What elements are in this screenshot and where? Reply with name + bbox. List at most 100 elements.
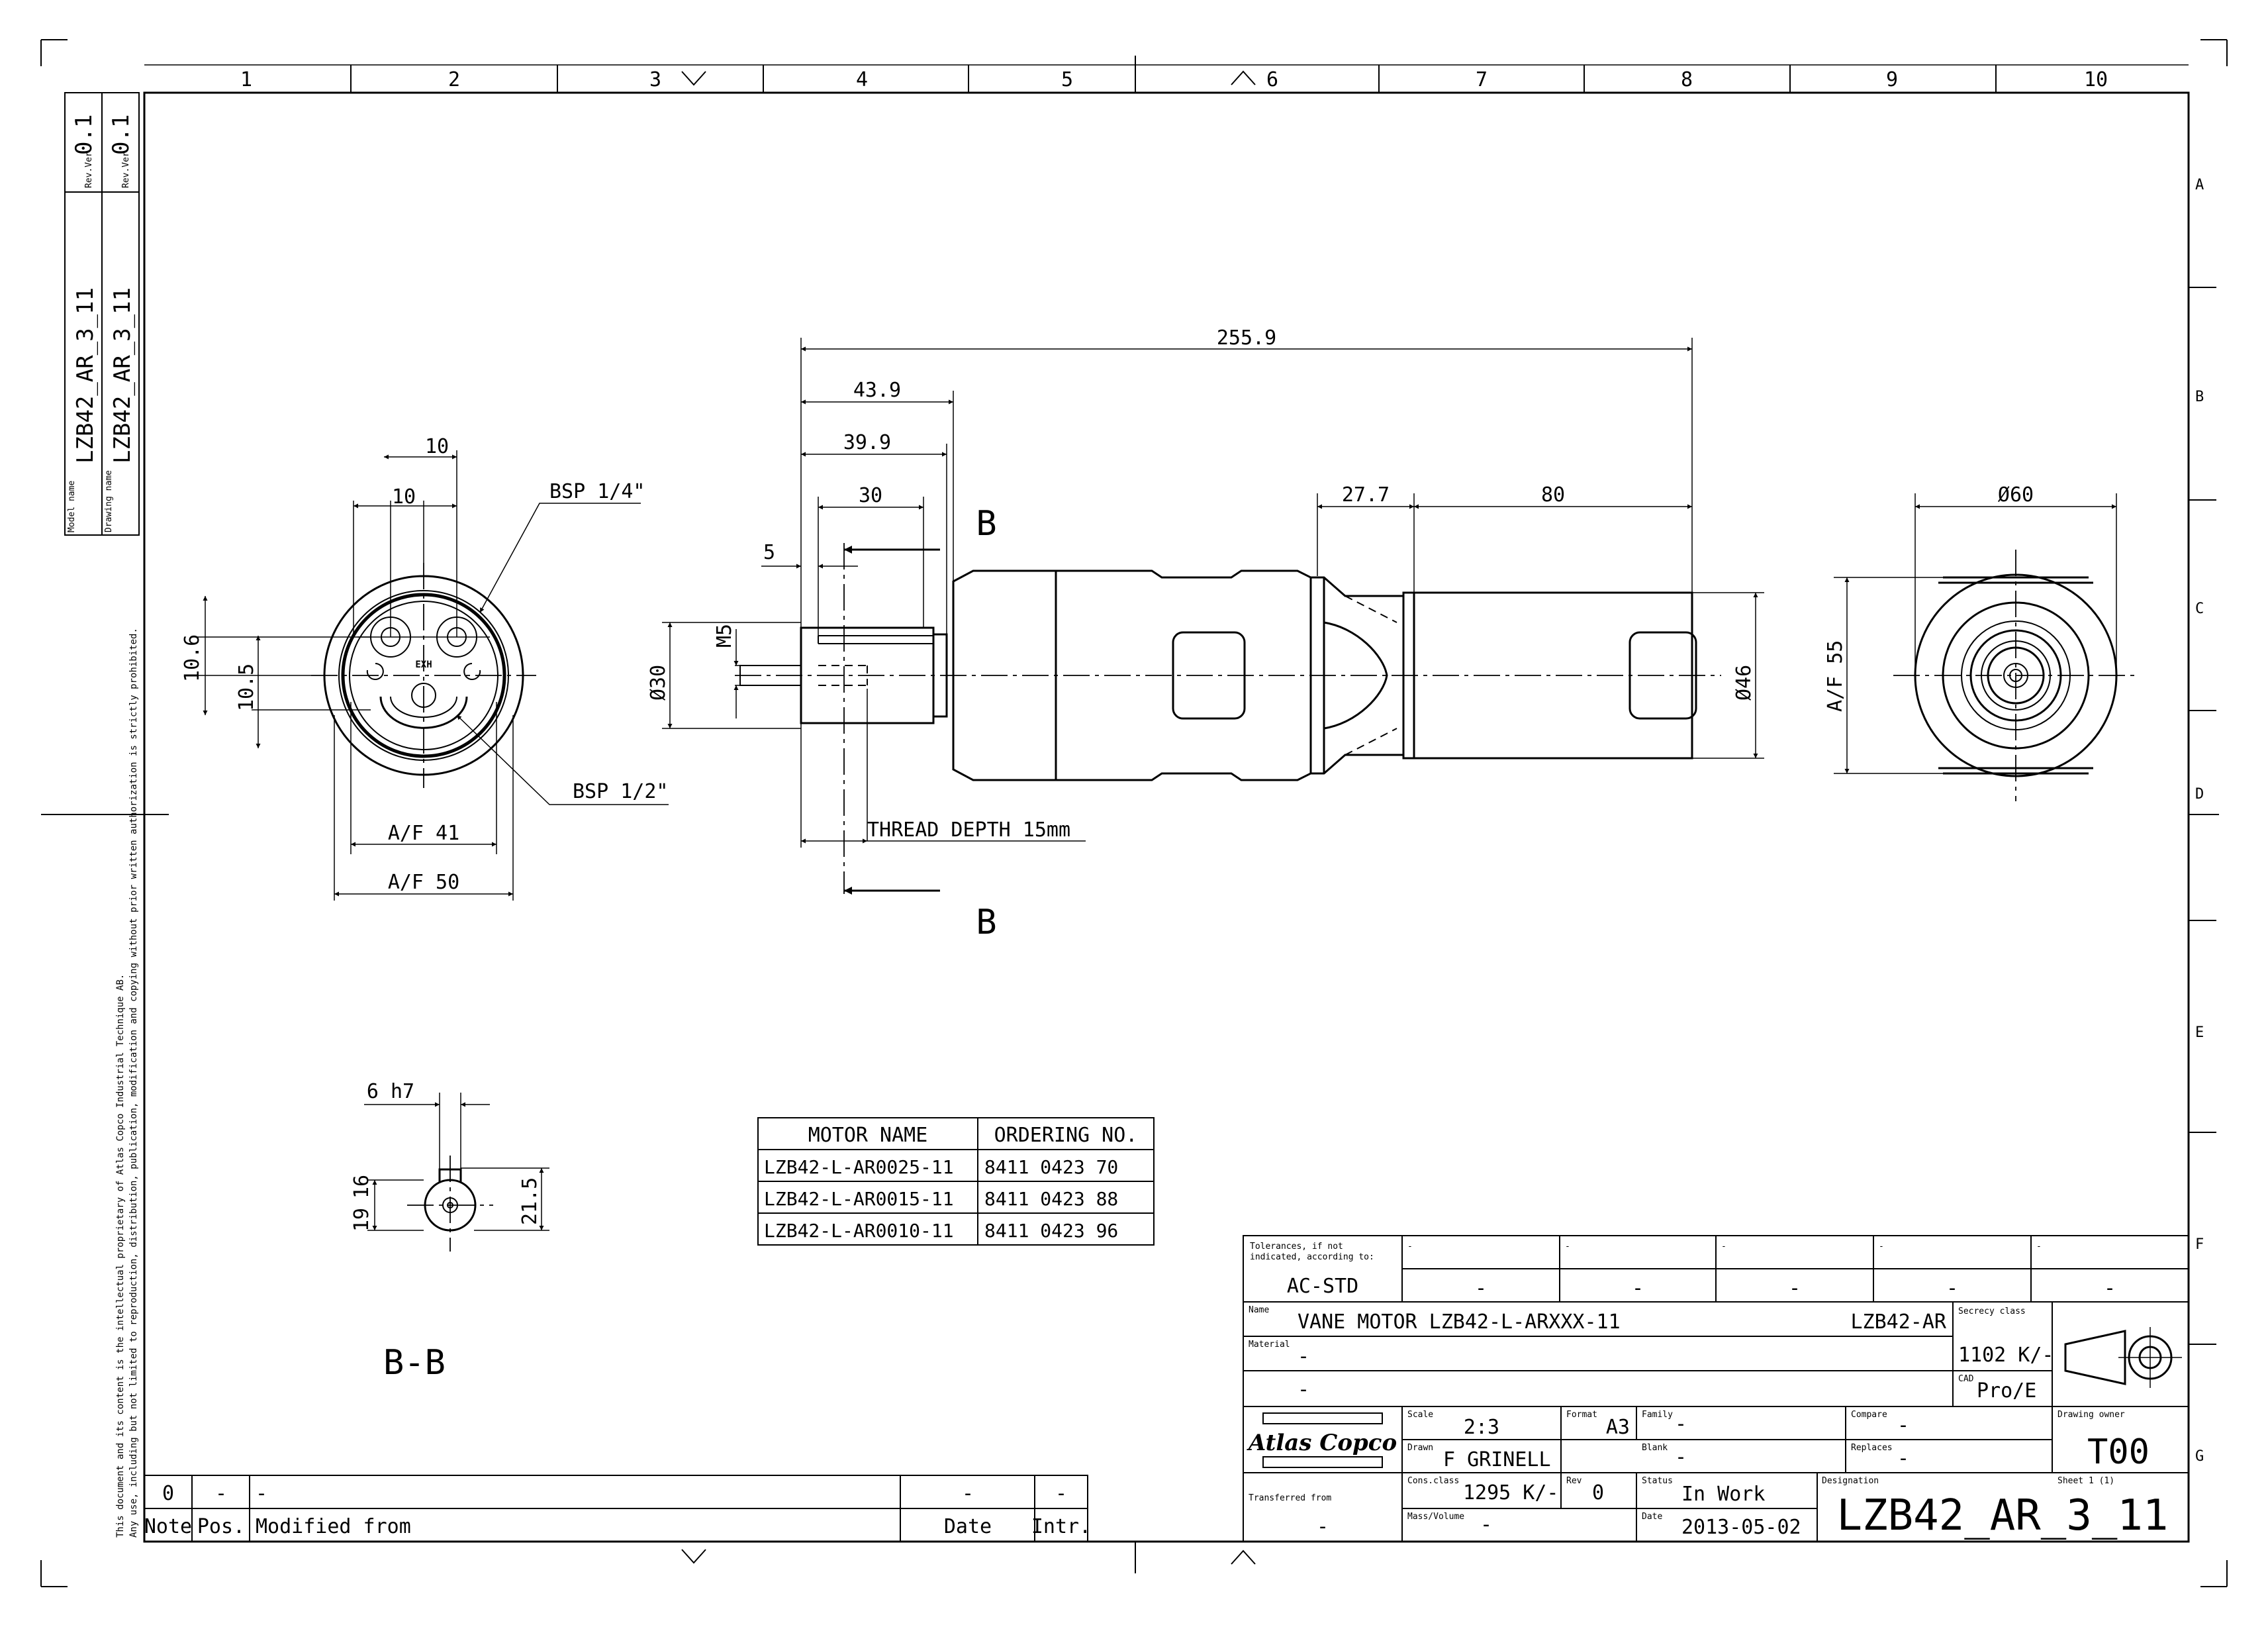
tolerance-dash: - bbox=[2104, 1277, 2116, 1300]
model-info-strip: Rev.Ver 0.1 Rev.Ver 0.1 Model name LZB42… bbox=[64, 92, 140, 1538]
section-marker-b-bottom: B bbox=[976, 903, 996, 942]
blank-value: - bbox=[1675, 1446, 1687, 1469]
part-name: VANE MOTOR LZB42-L-ARXXX-11 bbox=[1298, 1310, 1621, 1334]
dim-af-55: A/F 55 bbox=[1824, 640, 1847, 712]
tolerance-dash: - bbox=[1879, 1242, 1884, 1252]
format-label: Format bbox=[1566, 1410, 1597, 1420]
dim-6-h7: 6 h7 bbox=[367, 1080, 414, 1103]
scale-label: Scale bbox=[1407, 1410, 1433, 1420]
designation-label: Designation bbox=[1822, 1476, 1879, 1486]
center-mark-bottom-right bbox=[1231, 1550, 1256, 1565]
family-value: - bbox=[1675, 1412, 1687, 1436]
drawing-border bbox=[143, 91, 2190, 1543]
disclaimer-line-1: This document and its content is the int… bbox=[115, 974, 126, 1538]
motor-table-cell: LZB42-L-AR0025-11 bbox=[764, 1156, 954, 1178]
end-view-inlet: EXH 10 10 10.6 10.5 BSP 1/4" BSP 1/2" A/… bbox=[181, 435, 669, 901]
thread-depth-label: THREAD DEPTH 15mm bbox=[867, 818, 1070, 842]
cad-value: Pro/E bbox=[1977, 1379, 2036, 1403]
revision-modified-from: - bbox=[256, 1482, 267, 1505]
tolerance-dash: - bbox=[2036, 1242, 2042, 1252]
side-view-motor: B B 255.9 43.9 39.9 30 5 27.7 80 Ø30 bbox=[647, 326, 1764, 942]
part-code: LZB42-AR bbox=[1851, 1310, 1947, 1334]
rev-ver-label: Rev.Ver bbox=[121, 152, 131, 188]
revision-header: Date bbox=[944, 1515, 992, 1538]
secrecy-value: 1102 K/- bbox=[1958, 1344, 2054, 1367]
drawing-name-label: Drawing name bbox=[104, 470, 114, 532]
dim-19: 19 bbox=[350, 1208, 373, 1232]
column-ticks bbox=[144, 56, 2189, 1573]
rev-ver-label: Rev.Ver bbox=[84, 152, 94, 188]
model-name-value: LZB42_AR_3_11 bbox=[72, 287, 99, 464]
dim-af-50: A/F 50 bbox=[388, 871, 459, 894]
dim-dia-30: Ø30 bbox=[647, 665, 670, 701]
rev-ver-value: 0.1 bbox=[108, 115, 134, 155]
cons-class-label: Cons.class bbox=[1407, 1476, 1459, 1486]
drawn-label: Drawn bbox=[1407, 1443, 1433, 1453]
tolerance-dash: - bbox=[1407, 1242, 1413, 1252]
tolerance-dash: - bbox=[1565, 1242, 1570, 1252]
section-b-b: 6 h7 19 16 21.5 B-B bbox=[350, 1080, 549, 1383]
compare-value: - bbox=[1897, 1414, 1909, 1437]
center-mark-top-left bbox=[681, 71, 706, 86]
disclaimer-line-2: Any use, including but not limited to re… bbox=[128, 628, 139, 1538]
drawing-name-value: LZB42_AR_3_11 bbox=[109, 287, 136, 464]
dim-10-inner: 10 bbox=[392, 485, 416, 509]
tolerance-dash: - bbox=[1721, 1242, 1726, 1252]
motor-table-header: ORDERING NO. bbox=[994, 1124, 1138, 1147]
motor-table-cell: LZB42-L-AR0010-11 bbox=[764, 1220, 954, 1242]
status-label: Status bbox=[1642, 1476, 1673, 1486]
revision-date: - bbox=[962, 1482, 974, 1505]
col-number: 2 bbox=[448, 68, 460, 91]
name-label: Name bbox=[1249, 1305, 1269, 1315]
row-letter: D bbox=[2195, 786, 2204, 803]
transferred-value: - bbox=[1317, 1515, 1329, 1538]
designation-value: LZB42_AR_3_11 bbox=[1837, 1491, 2169, 1540]
family-label: Family bbox=[1642, 1410, 1673, 1420]
revision-header: Intr. bbox=[1031, 1515, 1091, 1538]
revision-intr: - bbox=[1055, 1482, 1067, 1505]
motor-table-cell: LZB42-L-AR0015-11 bbox=[764, 1188, 954, 1210]
rev-label: Rev bbox=[1566, 1476, 1582, 1486]
transferred-label: Transferred from bbox=[1249, 1493, 1331, 1503]
dim-5: 5 bbox=[763, 541, 775, 564]
bsp-half-label: BSP 1/2" bbox=[573, 780, 669, 803]
revision-header: Modified from bbox=[256, 1515, 411, 1538]
row-letter: C bbox=[2195, 601, 2204, 617]
dim-80: 80 bbox=[1541, 483, 1565, 507]
dim-af-41: A/F 41 bbox=[388, 822, 459, 845]
row-letter: F bbox=[2195, 1236, 2204, 1253]
status-value: In Work bbox=[1681, 1483, 1765, 1506]
bsp-quarter-label: BSP 1/4" bbox=[549, 480, 645, 503]
tolerance-dash: - bbox=[1946, 1277, 1958, 1300]
row-letter: B bbox=[2195, 389, 2204, 405]
logo-text: Atlas Copco bbox=[1247, 1430, 1397, 1456]
dim-39-9: 39.9 bbox=[843, 431, 891, 454]
replaces-value: - bbox=[1897, 1447, 1909, 1470]
format-value: A3 bbox=[1606, 1416, 1630, 1439]
revision-pos: - bbox=[215, 1482, 227, 1505]
drawing-owner-label: Drawing owner bbox=[2057, 1410, 2125, 1420]
corner-mark-tr bbox=[2200, 39, 2228, 66]
col-number: 8 bbox=[1681, 68, 1693, 91]
date-label: Date bbox=[1642, 1512, 1662, 1522]
row-letter: A bbox=[2195, 177, 2204, 193]
col-number: 7 bbox=[1476, 68, 1488, 91]
secrecy-label: Secrecy class bbox=[1958, 1307, 2026, 1316]
motor-table-cell: 8411 0423 70 bbox=[984, 1156, 1118, 1178]
center-mark-bottom-left bbox=[681, 1549, 706, 1564]
scale-value: 2:3 bbox=[1464, 1416, 1499, 1439]
col-number: 6 bbox=[1266, 68, 1278, 91]
row-letter: G bbox=[2195, 1448, 2204, 1465]
revision-block: 0 - - - - Note Pos. Modified from Date I… bbox=[144, 1475, 1091, 1542]
drawing-owner-value: T00 bbox=[2087, 1432, 2150, 1472]
compare-label: Compare bbox=[1851, 1410, 1887, 1420]
mass-value: - bbox=[1480, 1513, 1492, 1536]
projection-symbol bbox=[2064, 1327, 2182, 1388]
mass-label: Mass/Volume bbox=[1407, 1512, 1464, 1522]
end-view-outlet: Ø60 A/F 55 bbox=[1824, 483, 2138, 801]
revision-note: 0 bbox=[162, 1482, 174, 1505]
tolerances-value: AC-STD bbox=[1287, 1275, 1358, 1298]
motor-ordering-table: MOTOR NAME ORDERING NO. LZB42-L-AR0025-1… bbox=[757, 1117, 1155, 1246]
sheet-frame: 1 2 3 4 5 6 7 8 9 10 A B C D E F G bbox=[40, 39, 2228, 1587]
col-number: 9 bbox=[1886, 68, 1898, 91]
